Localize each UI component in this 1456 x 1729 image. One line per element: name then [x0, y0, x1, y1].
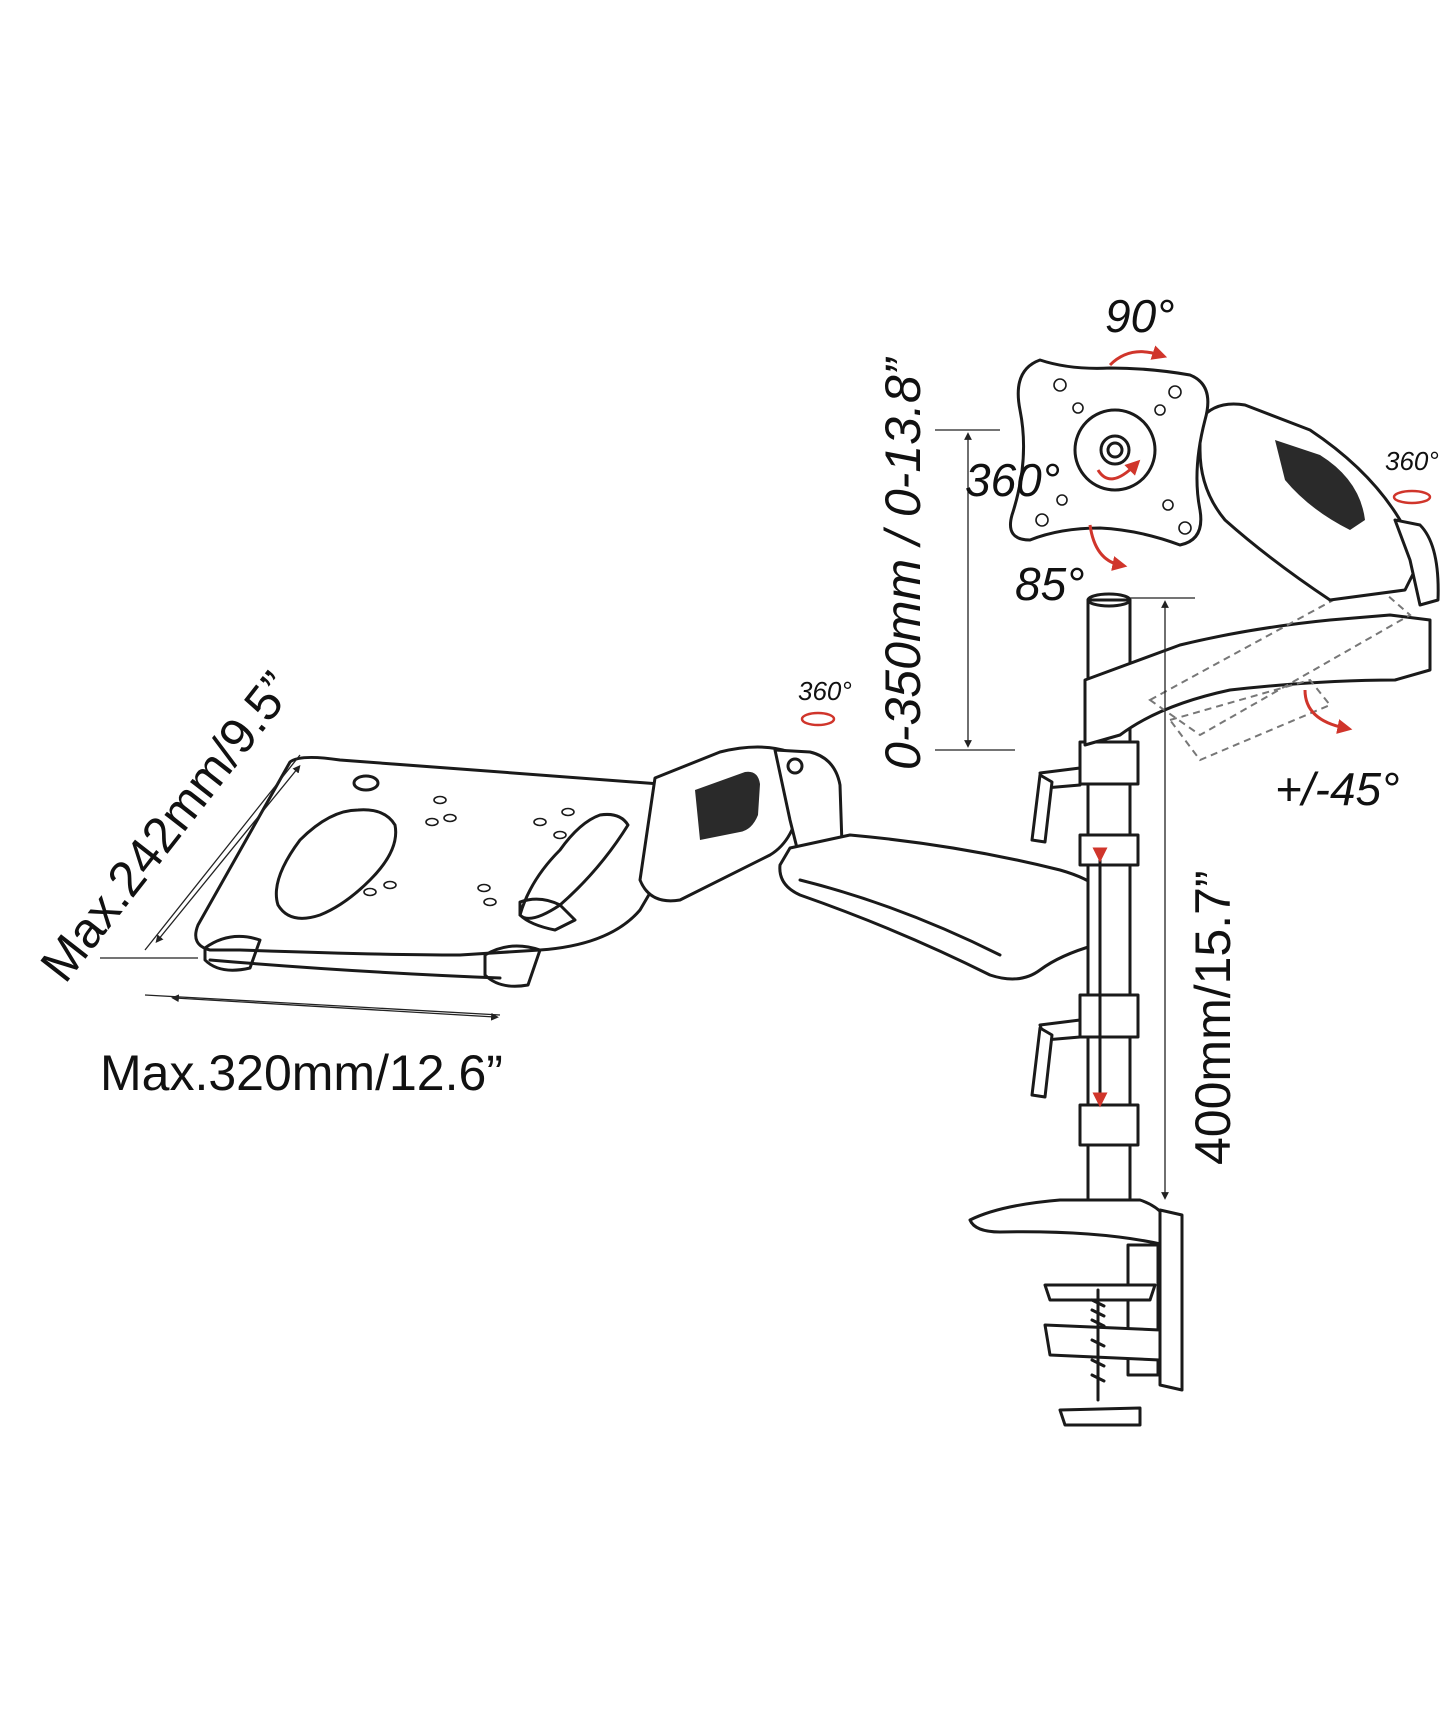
- height-adjust-label: 0-350mm / 0-13.8”: [875, 356, 931, 770]
- pole-height-label: 400mm/15.7”: [1185, 870, 1241, 1165]
- tilt-45-label: +/-45°: [1275, 763, 1400, 815]
- vesa-plate: [1009, 358, 1210, 547]
- rotate-90-label: 90°: [1105, 290, 1175, 342]
- tray-width-label: Max.320mm/12.6”: [100, 1045, 503, 1101]
- laptop-tray: [194, 755, 693, 988]
- vesa-holes: [1035, 378, 1192, 535]
- rotation-arrow-icon: [800, 345, 1432, 734]
- tilt-85-label: 85°: [1015, 558, 1085, 610]
- swivel-360-top-label: 360°: [1385, 446, 1439, 476]
- tray-holes: [363, 795, 575, 907]
- clamp-handle: [1030, 766, 1082, 844]
- desk-clamp: [968, 1198, 1184, 1427]
- monitor-arm: [1083, 402, 1440, 762]
- swivel-360-laptop-label: 360°: [798, 676, 852, 706]
- dimension-lines: [100, 429, 1195, 1200]
- laptop-arm: [638, 745, 1112, 981]
- clamp-handle-lower: [1030, 1018, 1082, 1099]
- rotate-360-vesa-label: 360°: [965, 454, 1060, 506]
